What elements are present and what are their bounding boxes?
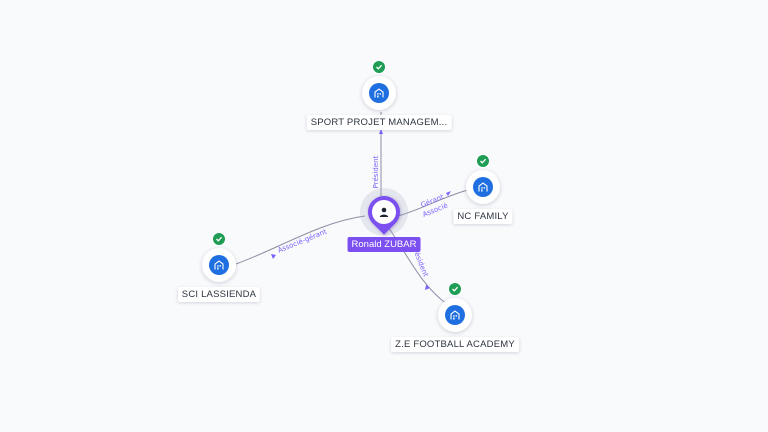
company-label[interactable]: SCI LASSIENDA <box>177 287 261 302</box>
company-node-circle[interactable] <box>438 282 472 332</box>
company-label[interactable]: Z.E FOOTBALL ACADEMY <box>391 337 519 352</box>
edge-lassienda <box>235 215 366 265</box>
edge-sport-arrow-icon <box>379 129 383 134</box>
edge-label-sport: Président <box>372 155 380 188</box>
edge-zefootball <box>385 223 448 305</box>
company-label[interactable]: SPORT PROJET MANAGEM... <box>306 115 452 130</box>
building-icon <box>473 177 493 197</box>
company-node-circle[interactable] <box>202 232 236 282</box>
edge-zefootball-arrow-icon <box>425 285 430 290</box>
person-label[interactable]: Ronald ZUBAR <box>347 237 421 252</box>
edge-lassienda-arrow-icon <box>271 254 276 259</box>
edge-label-lassienda: Associé-gérant <box>277 228 329 255</box>
edge-ncfamily <box>397 189 469 217</box>
person-icon <box>372 200 396 224</box>
verified-check-icon <box>476 154 490 168</box>
verified-check-icon <box>212 232 226 246</box>
company-label[interactable]: NC FAMILY <box>453 209 513 224</box>
building-icon <box>445 305 465 325</box>
edge-ncfamily-arrow-icon <box>446 191 451 196</box>
verified-check-icon <box>448 282 462 296</box>
verified-check-icon <box>372 60 386 74</box>
company-node-circle[interactable] <box>362 60 396 110</box>
building-icon <box>369 83 389 103</box>
building-icon <box>209 255 229 275</box>
company-node-circle[interactable] <box>466 154 500 204</box>
